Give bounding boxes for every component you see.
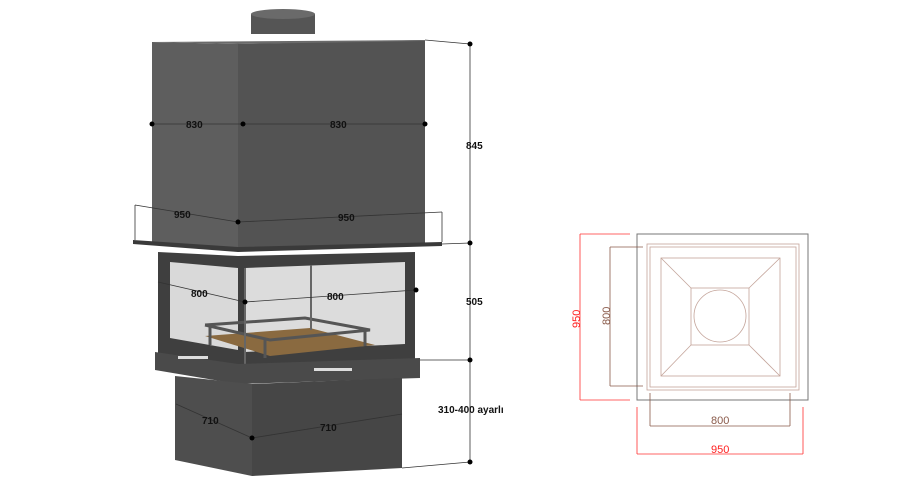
dim-top-right: 830 bbox=[330, 120, 347, 131]
plan-outer-height: 950 bbox=[571, 310, 583, 328]
hood bbox=[152, 40, 425, 248]
ash-band bbox=[155, 352, 420, 384]
dim-base-height: 310-400 ayarlı bbox=[438, 405, 504, 416]
plan-inner-width: 800 bbox=[711, 415, 729, 427]
dim-top-left: 830 bbox=[186, 120, 203, 131]
dimension-lines bbox=[134, 39, 471, 469]
dim-hood-height: 845 bbox=[466, 141, 483, 152]
dimension-labels: 830 830 950 950 800 800 710 710 845 505 … bbox=[174, 120, 504, 434]
plan-view: 950 800 800 950 bbox=[571, 233, 809, 456]
handle-right bbox=[314, 368, 352, 371]
handle-left bbox=[178, 356, 208, 359]
dim-base-left: 710 bbox=[202, 416, 219, 427]
plan-inner-height: 800 bbox=[601, 307, 613, 325]
dimension-points bbox=[149, 41, 473, 465]
firebox bbox=[158, 252, 415, 368]
plan-outer-width: 950 bbox=[711, 444, 729, 456]
dim-flange-right: 950 bbox=[338, 213, 355, 224]
chimney-collar bbox=[251, 9, 315, 34]
dim-base-right: 710 bbox=[320, 423, 337, 434]
log-grate bbox=[204, 316, 371, 358]
dim-glass-left: 800 bbox=[191, 289, 208, 300]
dim-firebox-height: 505 bbox=[466, 297, 483, 308]
dim-flange-left: 950 bbox=[174, 210, 191, 221]
flange-plate bbox=[133, 240, 442, 252]
dim-glass-right: 800 bbox=[327, 292, 344, 303]
base-pedestal bbox=[175, 376, 402, 476]
